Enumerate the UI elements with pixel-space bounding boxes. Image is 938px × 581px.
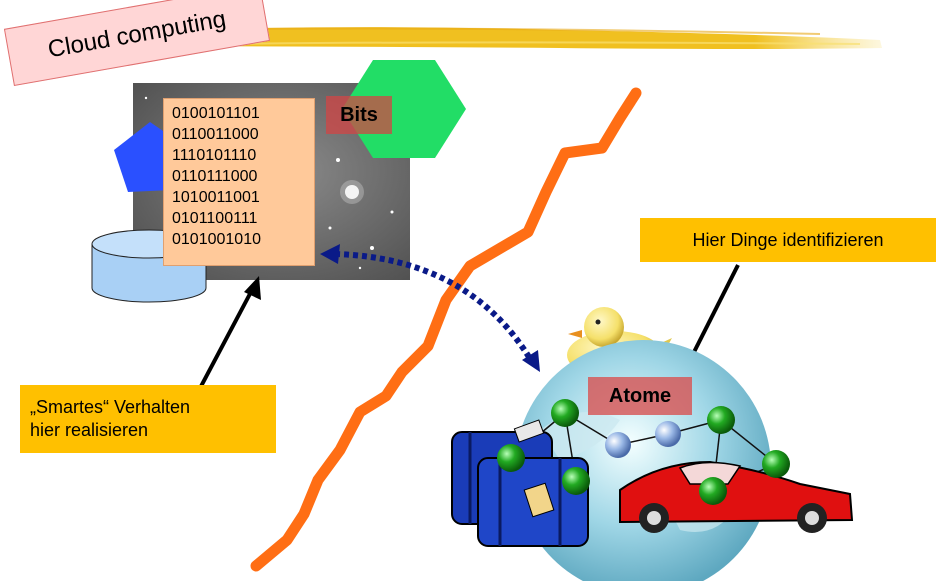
binary-line: 0110011000 [172, 126, 259, 143]
binary-line: 1110101110 [172, 147, 257, 164]
smart-behavior-line-1: „Smartes“ Verhalten [30, 397, 191, 417]
sports-car-icon [619, 460, 854, 533]
atome-label: Atome [588, 377, 692, 415]
bits-label: Bits [326, 96, 392, 134]
binary-line: 0110111000 [172, 168, 258, 185]
network-node [699, 477, 727, 505]
smartes-arrow [196, 276, 261, 393]
dashed-double-arrow [320, 244, 540, 372]
identify-things-callout: Hier Dinge identifizieren [640, 218, 936, 262]
binary-line: 0100101101 [172, 105, 260, 122]
binary-line: 1010011001 [172, 189, 260, 206]
binary-line: 0101001010 [172, 231, 261, 248]
network-node [762, 450, 790, 478]
smart-behavior-callout: „Smartes“ Verhalten hier realisieren [20, 385, 276, 453]
smart-behavior-line-2: hier realisieren [30, 420, 149, 440]
divider-zigzag-line [250, 87, 642, 572]
network-node [551, 399, 579, 427]
network-node [655, 421, 681, 447]
network-nodes [497, 399, 790, 505]
network-node [562, 467, 590, 495]
network-node [707, 406, 735, 434]
network-node [497, 444, 525, 472]
binary-data-block: 0100101101 0110011000 1110101110 0110111… [163, 98, 315, 266]
suitcase-icon [451, 419, 589, 547]
network-node [605, 432, 631, 458]
binary-line: 0101100111 [172, 210, 258, 227]
